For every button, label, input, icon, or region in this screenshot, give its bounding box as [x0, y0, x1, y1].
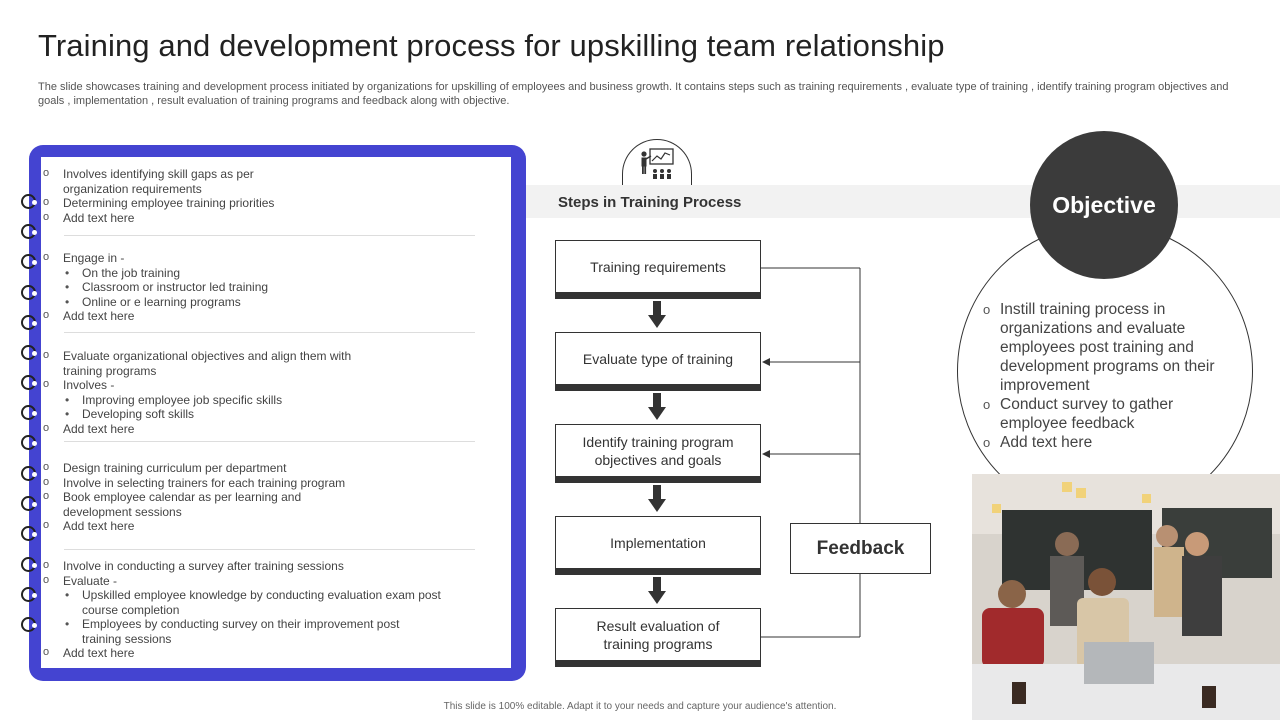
list-item: Design training curriculum per departmen…	[29, 460, 474, 476]
list-item: Engage in -	[29, 250, 474, 266]
section-divider	[64, 235, 475, 236]
section-list: Engage in -On the job trainingClassroom …	[29, 250, 474, 324]
process-step-bar	[555, 568, 761, 575]
section-divider	[64, 441, 475, 442]
arrow-down-icon	[648, 577, 666, 604]
footer-note: This slide is 100% editable. Adapt it to…	[443, 701, 837, 712]
list-item: Add text here	[29, 421, 474, 437]
feedback-box: Feedback	[790, 523, 931, 574]
notebook-section: Engage in -On the job trainingClassroom …	[29, 250, 474, 324]
list-item: Upskilled employee knowledge by conducti…	[29, 588, 474, 603]
binder-ring-icon	[21, 435, 37, 450]
presentation-board-icon	[622, 139, 692, 185]
list-item: development sessions	[63, 504, 182, 519]
list-item: Involves -	[29, 377, 474, 393]
objective-item: Instill training process in organization…	[981, 300, 1243, 395]
binder-ring-icon	[21, 224, 37, 239]
page-subtitle: The slide showcases training and develop…	[38, 81, 1229, 107]
list-item: Determining employee training priorities	[29, 195, 474, 211]
list-item: Online or e learning programs	[29, 295, 474, 310]
list-item: training sessions	[82, 631, 172, 646]
objective-list: Instill training process in organization…	[981, 300, 1243, 452]
page-title: Training and development process for ups…	[38, 28, 945, 63]
team-photo-illustration	[972, 474, 1280, 720]
section-list: Involves identifying skill gaps as peror…	[29, 166, 474, 226]
process-step: Implementation	[555, 516, 761, 569]
objective-item: Add text here	[981, 433, 1243, 452]
list-item: training programs	[63, 363, 157, 378]
list-item: Evaluate -	[29, 573, 474, 589]
process-step: Training requirements	[555, 240, 761, 293]
notebook-section: Evaluate organizational objectives and a…	[29, 348, 474, 437]
process-step-bar	[555, 384, 761, 391]
list-item: organization requirements	[63, 181, 202, 196]
list-item: Evaluate organizational objectives and a…	[29, 348, 474, 364]
section-list: Evaluate organizational objectives and a…	[29, 348, 474, 437]
process-step-bar	[555, 292, 761, 299]
notebook-section: Involve in conducting a survey after tra…	[29, 558, 474, 661]
arrow-down-icon	[648, 393, 666, 420]
notebook-section: Design training curriculum per departmen…	[29, 460, 474, 534]
section-list: Design training curriculum per departmen…	[29, 460, 474, 534]
list-item: Book employee calendar as per learning a…	[29, 489, 474, 505]
list-item: Classroom or instructor led training	[29, 280, 474, 295]
objective-title: Objective	[1030, 131, 1178, 279]
list-item: Developing soft skills	[29, 407, 474, 422]
list-item: Involves identifying skill gaps as per	[29, 166, 474, 182]
section-divider	[64, 549, 475, 550]
list-item: course completion	[82, 602, 180, 617]
list-item: Involve in selecting trainers for each t…	[29, 475, 474, 491]
process-step: Evaluate type of training	[555, 332, 761, 385]
list-item: Involve in conducting a survey after tra…	[29, 558, 474, 574]
process-step-bar	[555, 476, 761, 483]
step-arrows	[648, 301, 666, 604]
list-item: Add text here	[29, 645, 474, 661]
arrow-down-icon	[648, 301, 666, 328]
arrow-down-icon	[648, 485, 666, 512]
process-step: Result evaluation of training programs	[555, 608, 761, 661]
list-item: Add text here	[29, 518, 474, 534]
list-item: Improving employee job specific skills	[29, 393, 474, 408]
presentation-board-icon-graphic	[641, 148, 674, 179]
list-item: Employees by conducting survey on their …	[29, 617, 474, 632]
team-photo	[972, 474, 1280, 720]
list-item: Add text here	[29, 308, 474, 324]
list-item: On the job training	[29, 266, 474, 281]
notebook-section: Involves identifying skill gaps as peror…	[29, 166, 474, 226]
process-step: Identify training program objectives and…	[555, 424, 761, 477]
section-list: Involve in conducting a survey after tra…	[29, 558, 474, 661]
list-item: Add text here	[29, 210, 474, 226]
process-step-bar	[555, 660, 761, 667]
objective-item: Conduct survey to gather employee feedba…	[981, 395, 1243, 433]
steps-heading: Steps in Training Process	[558, 194, 742, 211]
section-divider	[64, 332, 475, 333]
